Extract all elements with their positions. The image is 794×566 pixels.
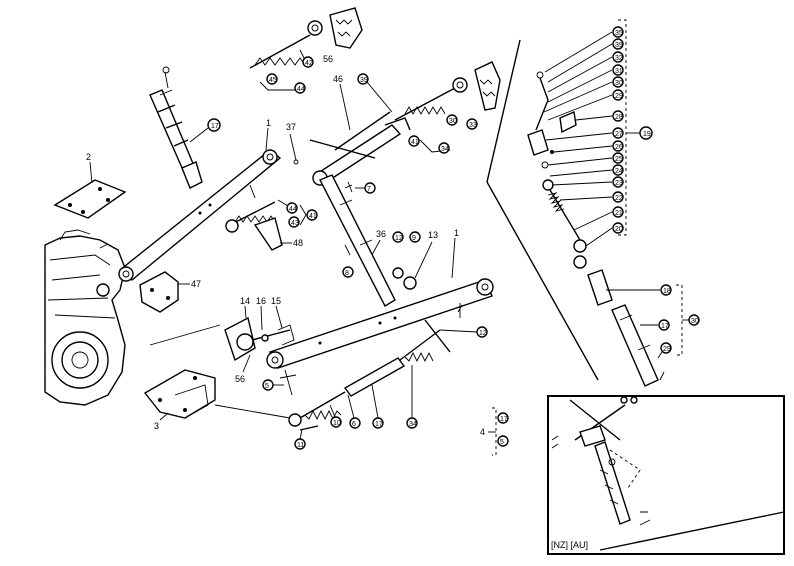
separator-line [486, 39, 521, 183]
callout-group-4: 4 17 5 [480, 407, 509, 456]
callout-circled-42: 30 [691, 318, 699, 325]
tractor-housing [44, 229, 126, 406]
part-47-bracket: 47 [139, 271, 201, 313]
callout-37: 37 [286, 122, 296, 132]
part-3-bracket: 3 [143, 369, 291, 431]
callout-3: 3 [154, 421, 159, 431]
lower-link-center: 1 12 [266, 228, 494, 369]
callout-14: 14 [240, 296, 250, 306]
lift-rod-center: 36 12 9 13 [319, 174, 438, 307]
callout-46: 46 [333, 74, 343, 84]
callout-circled-35: 22 [615, 195, 623, 202]
callout-circled-3: 41 [309, 213, 317, 220]
top-link-spring-right: 39 41 30 33 34 [357, 61, 501, 154]
callout-circled-32: 25 [615, 156, 623, 163]
callout-circled-40: 17 [661, 323, 669, 330]
callout-circled-33: 24 [615, 168, 623, 175]
callout-circled-20: 17 [375, 421, 383, 428]
callout-circled-30: 27 [615, 131, 623, 138]
callout-circled-34: 23 [615, 180, 623, 187]
callout-circled-9: 30 [449, 118, 457, 125]
callout-36: 36 [376, 229, 386, 239]
callout-circled-11: 34 [441, 146, 449, 153]
callout-circled-15: 9 [412, 235, 416, 242]
callout-circled-23: 35 [615, 30, 623, 37]
callout-circled-21: 12 [479, 330, 487, 337]
lower-link-left: 1 [118, 118, 282, 282]
callout-48: 48 [293, 238, 303, 248]
callout-circled-45: 5 [500, 439, 504, 446]
callout-circled-18: 10 [333, 420, 341, 427]
callout-circled-4: 42 [305, 60, 313, 67]
callout-circled-6: 44 [297, 86, 305, 93]
callout-circled-44: 17 [500, 416, 508, 423]
callout-circled-29: 28 [615, 114, 623, 121]
callout-56a: 56 [323, 54, 333, 64]
callout-56b: 56 [235, 374, 245, 384]
callout-circled-1: 44 [289, 206, 297, 213]
callout-13: 13 [428, 230, 438, 240]
callout-circled-37: 20 [615, 226, 623, 233]
callout-circled-7: 39 [360, 77, 368, 84]
check-chain-assembly: 5 11 10 6 17 34 [262, 329, 441, 450]
callout-circled-13: 8 [345, 270, 349, 277]
top-link-spring-upper: 42 56 45 44 [249, 7, 363, 94]
callout-circled-8: 41 [411, 139, 419, 146]
bolt-cluster-center: 7 8 [342, 181, 376, 278]
callout-15: 15 [271, 296, 281, 306]
callout-circled-24: 39 [615, 42, 623, 49]
callout-circled-5: 45 [269, 77, 277, 84]
separator-line-2 [486, 181, 599, 381]
callout-circled-16: 5 [265, 383, 269, 390]
callout-1b: 1 [454, 228, 459, 238]
callout-circled-27: 30 [615, 80, 623, 87]
callout-circled-25: 32 [615, 55, 623, 62]
callout-circled-10: 33 [469, 122, 477, 129]
callout-circled-41: 29 [663, 346, 671, 353]
inset-nz-au: [NZ] [AU] [547, 395, 785, 555]
callout-1a: 1 [266, 118, 271, 128]
callout-circled-14: 12 [395, 235, 403, 242]
callout-4: 4 [480, 427, 485, 437]
callout-circled-39: 18 [663, 288, 671, 295]
callout-circled-38: 19 [643, 131, 651, 138]
callout-circled-31: 26 [615, 144, 623, 151]
callout-47: 47 [191, 279, 201, 289]
callout-circled-22: 34 [409, 421, 417, 428]
callout-circled-26: 31 [615, 68, 623, 75]
callout-circled-12: 7 [367, 186, 371, 193]
spring-cluster-center: 48 44 43 41 [225, 184, 318, 251]
callout-circled-0: 17 [211, 123, 219, 130]
callout-circled-28: 29 [615, 93, 623, 100]
right-lift-rod-stack: 19 35 39 32 31 30 29 28 27 26 [527, 19, 700, 387]
mount-pin-assembly: 14 16 15 56 [149, 296, 295, 384]
callout-circled-2: 43 [291, 220, 299, 227]
top-link-46: 46 37 [286, 74, 411, 186]
callout-circled-17: 11 [297, 442, 304, 449]
callout-16: 16 [256, 296, 266, 306]
part-2-plate: 2 [53, 152, 127, 219]
callout-circled-36: 21 [615, 210, 623, 217]
lift-rod-left: 17 [149, 66, 221, 189]
callout-2: 2 [86, 152, 91, 162]
inset-label: [NZ] [AU] [551, 540, 588, 550]
callout-circled-19: 6 [352, 421, 356, 428]
